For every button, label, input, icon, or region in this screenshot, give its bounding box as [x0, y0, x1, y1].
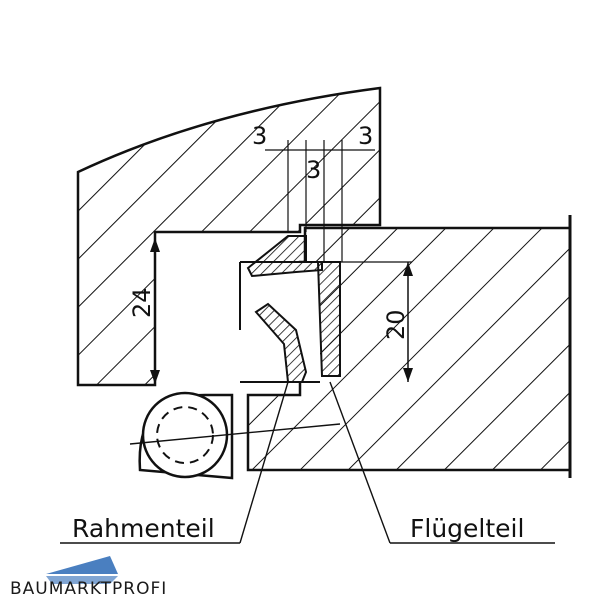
label-sash-part: Flügelteil — [410, 514, 524, 543]
frame-body — [76, 86, 382, 387]
dimension-lines — [150, 140, 413, 384]
dim-gap-right: 3 — [358, 122, 373, 150]
leader-lines — [60, 381, 555, 544]
dim-gap-middle: 3 — [306, 156, 321, 184]
watermark: BAUMARKTPROFI — [10, 556, 167, 599]
hinge-pin — [129, 391, 341, 480]
dim-sash-height: 20 — [382, 309, 410, 340]
brand-text: BAUMARKTPROFI — [10, 579, 167, 599]
dim-gap-left: 3 — [252, 122, 267, 150]
brand-logo-icon — [46, 556, 118, 584]
label-frame-part: Rahmenteil — [72, 514, 215, 543]
dim-frame-height: 24 — [128, 287, 156, 318]
